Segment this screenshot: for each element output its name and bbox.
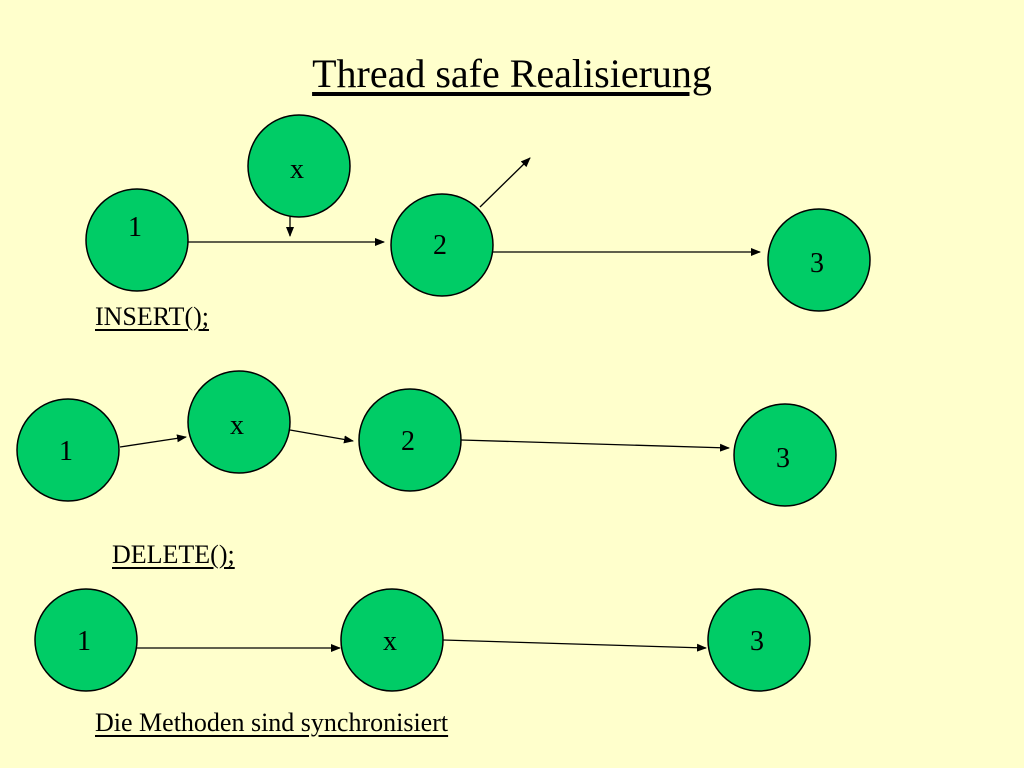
delete-diagram: 1 x 2 3 — [16, 370, 837, 507]
node-1: 1 — [16, 398, 120, 502]
page-title: Thread safe Realisierung — [312, 51, 712, 96]
node-label: 2 — [401, 426, 415, 457]
node-3: 3 — [733, 403, 837, 507]
edge-1-to-x — [119, 434, 187, 448]
node-label: 3 — [750, 626, 764, 657]
node-3: 3 — [767, 208, 871, 312]
node-label: 1 — [59, 436, 73, 467]
node-label: 3 — [776, 443, 790, 474]
edge-x-to-3 — [442, 639, 707, 652]
insert-diagram: 1 x 2 3 — [85, 114, 871, 312]
synchronized-label: Die Methoden sind synchronisiert — [95, 708, 449, 737]
node-3: 3 — [707, 588, 811, 692]
node-1: 1 — [34, 588, 138, 692]
node-1: 1 — [85, 188, 189, 292]
node-label: x — [383, 626, 397, 657]
edge-2-to-3 — [460, 439, 730, 452]
delete-label: DELETE(); — [112, 540, 235, 569]
node-2: 2 — [390, 193, 494, 297]
node-label: 1 — [128, 212, 142, 243]
node-label: 3 — [810, 248, 824, 279]
node-label: x — [230, 410, 244, 441]
node-label: 1 — [77, 626, 91, 657]
edge-2-outgoing — [479, 157, 531, 208]
node-x: x — [340, 588, 444, 692]
insert-label: INSERT(); — [95, 302, 209, 331]
node-x: x — [187, 370, 291, 474]
node-2: 2 — [358, 388, 462, 492]
node-label: x — [290, 154, 304, 185]
edge-x-to-2 — [289, 429, 354, 444]
node-label: 2 — [433, 230, 447, 261]
node-x: x — [247, 114, 351, 218]
final-diagram: 1 x 3 — [34, 588, 811, 692]
